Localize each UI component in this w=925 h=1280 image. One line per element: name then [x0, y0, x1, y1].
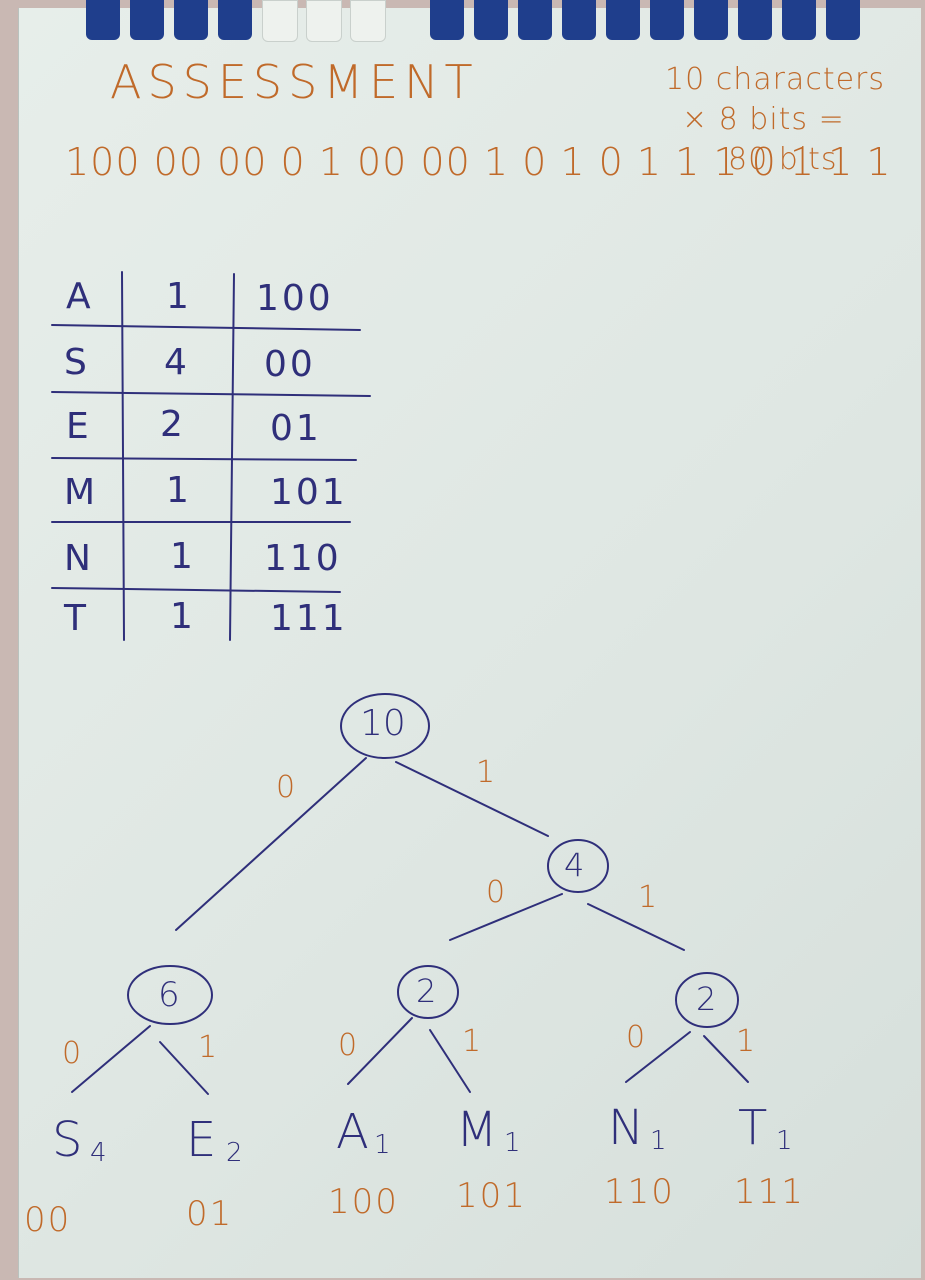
leaf-letter: E	[186, 1112, 219, 1168]
leaf-code: 00	[24, 1200, 72, 1240]
tree-node-6	[127, 965, 213, 1025]
tree-node-4	[547, 839, 609, 893]
leaf-letter: A	[336, 1104, 371, 1160]
tree-node-2a-value: 2	[416, 972, 439, 1010]
binding-ring	[562, 0, 596, 40]
table-freq: 1	[166, 276, 192, 317]
tree-edge	[429, 1029, 471, 1093]
table-char: E	[66, 406, 92, 447]
leaf-letter: N	[608, 1100, 646, 1156]
table-char: T	[64, 598, 89, 639]
leaf-count: 1	[650, 1126, 669, 1156]
tree-node-2a	[397, 965, 459, 1019]
table-code: 100	[256, 278, 334, 319]
binding-ring	[606, 0, 640, 40]
binding-ring	[174, 0, 208, 40]
table-char: A	[66, 276, 94, 317]
table-freq: 2	[160, 404, 186, 445]
tree-root-value: 10	[360, 703, 406, 744]
tree-edge	[703, 1035, 749, 1083]
tree-edge	[587, 903, 685, 951]
edge-label-1: 1	[638, 880, 660, 915]
edge-label-1: 1	[198, 1030, 220, 1065]
notebook-page	[18, 8, 921, 1278]
tree-edge	[175, 757, 367, 931]
table-freq: 1	[166, 470, 192, 511]
leaf-count: 1	[776, 1126, 795, 1156]
leaf-code: 110	[604, 1172, 675, 1212]
tree-node-4-value: 4	[564, 846, 587, 884]
table-code: 110	[264, 538, 342, 579]
tree-edge	[347, 1017, 413, 1085]
page-title: ASSESSMENT	[110, 55, 479, 109]
note-line-1: 10 characters	[665, 62, 885, 97]
tree-edge	[395, 761, 549, 837]
binding-ring	[130, 0, 164, 40]
leaf-count: 2	[226, 1138, 245, 1168]
tree-edge	[159, 1041, 209, 1095]
tree-edge	[449, 893, 563, 941]
edge-label-0: 0	[276, 770, 298, 805]
tree-node-2b-value: 2	[696, 980, 719, 1018]
binding-ring	[518, 0, 552, 40]
note-line-2: × 8 bits =	[682, 102, 845, 137]
binding-ring	[694, 0, 728, 40]
leaf-count: 1	[374, 1130, 393, 1160]
leaf-code: 100	[328, 1182, 399, 1222]
table-char: S	[64, 342, 90, 383]
edge-label-0: 0	[486, 875, 508, 910]
binding-ring	[826, 0, 860, 40]
edge-label-1: 1	[462, 1024, 484, 1059]
leaf-count: 4	[90, 1138, 109, 1168]
binding-ring	[782, 0, 816, 40]
binding-ring	[86, 0, 120, 40]
edge-label-1: 1	[736, 1024, 758, 1059]
spiral-binding	[0, 0, 925, 44]
leaf-letter: T	[738, 1100, 770, 1156]
binding-ring	[738, 0, 772, 40]
tree-node-2b	[675, 972, 739, 1028]
table-char: M	[64, 472, 99, 513]
binding-ring	[650, 0, 684, 40]
edge-label-1: 1	[476, 755, 498, 790]
tree-edge	[71, 1025, 151, 1093]
table-code: 00	[264, 344, 316, 385]
leaf-code: 01	[186, 1194, 234, 1234]
binding-ring	[350, 0, 386, 42]
tree-node-root	[340, 693, 430, 759]
table-code: 111	[270, 598, 348, 639]
binding-ring	[262, 0, 298, 42]
note-line-3: 80 bits	[728, 142, 838, 177]
encoded-bitstring: 100 00 00 0 1 00 00 1 0 1 0 1 1 1 0 1 1 …	[65, 140, 892, 184]
edge-label-0: 0	[338, 1028, 360, 1063]
table-char: N	[64, 538, 94, 579]
tree-edge	[625, 1031, 691, 1083]
leaf-code: 101	[456, 1176, 527, 1216]
edge-label-0: 0	[62, 1036, 84, 1071]
table-freq: 1	[170, 536, 196, 577]
table-code: 101	[270, 472, 348, 513]
leaf-letter: M	[456, 1102, 500, 1158]
leaf-count: 1	[504, 1128, 523, 1158]
binding-ring	[430, 0, 464, 40]
table-code: 01	[270, 408, 322, 449]
table-freq: 1	[170, 596, 196, 637]
table-freq: 4	[164, 342, 190, 383]
leaf-code: 111	[734, 1172, 805, 1212]
binding-ring	[306, 0, 342, 42]
tree-node-6-value: 6	[158, 975, 182, 1015]
edge-label-0: 0	[626, 1020, 648, 1055]
binding-ring	[218, 0, 252, 40]
leaf-letter: S	[52, 1112, 85, 1168]
binding-ring	[474, 0, 508, 40]
